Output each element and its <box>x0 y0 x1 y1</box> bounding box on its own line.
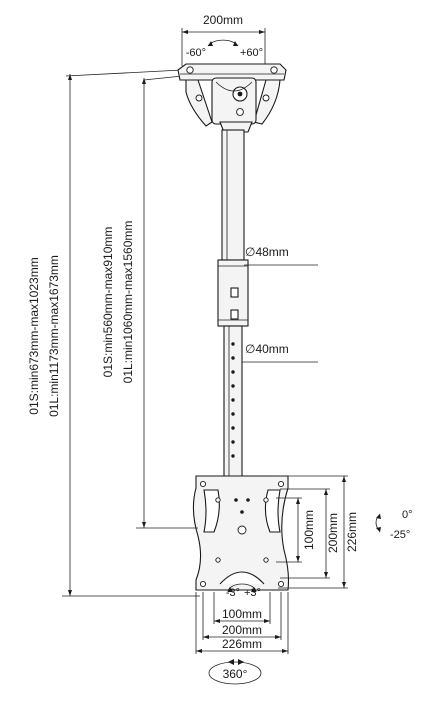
width-dimensions: 100mm 200mm 226mm <box>195 592 289 654</box>
pole-length-l-label: 01L:min1060mm-max1560mm <box>121 221 135 384</box>
width-200-label: 200mm <box>222 623 262 637</box>
vesa-plate <box>192 475 290 591</box>
top-tilt-left-label: -60° <box>186 47 206 59</box>
inner-diameter-label: ∅40mm <box>245 342 289 356</box>
pole-length-dimension: 01S:min560mm-max910mm 01L:min1060mm-max1… <box>101 78 198 529</box>
swivel-right-label: +3° <box>244 587 261 599</box>
ceiling-bracket <box>65 63 287 133</box>
width-100-label: 100mm <box>222 607 262 621</box>
pole-adjustment-holes <box>231 342 235 458</box>
plate-tilt-indicator: 0° -25° <box>375 509 413 541</box>
top-tilt-indicator: -60° +60° <box>186 39 263 59</box>
top-tilt-right-label: +60° <box>240 47 263 59</box>
top-width-label: 200mm <box>203 13 243 27</box>
pole-length-s-label: 01S:min560mm-max910mm <box>101 227 115 378</box>
total-height-l-label: 01L:min1173mm-max1673mm <box>47 255 61 417</box>
tilt-top-label: 0° <box>402 509 413 521</box>
outer-diameter-label: ∅48mm <box>245 245 289 259</box>
inner-diameter-callout: ∅40mm <box>242 342 318 363</box>
swivel-left-label: -3° <box>226 587 240 599</box>
telescopic-pole <box>217 129 249 479</box>
height-226-label: 226mm <box>345 512 359 552</box>
width-226-label: 226mm <box>222 637 262 651</box>
height-200-label: 200mm <box>326 513 340 553</box>
height-dimensions: 100mm 200mm 226mm <box>276 475 359 589</box>
outer-diameter-callout: ∅48mm <box>244 245 318 266</box>
rotation-label: 360° <box>223 667 248 681</box>
rotation-indicator: 360° <box>208 659 262 685</box>
plate-swivel-indicator: -3° +3° <box>226 583 261 599</box>
height-100-label: 100mm <box>302 510 316 550</box>
tilt-bottom-label: -25° <box>390 529 410 541</box>
top-width-dimension: 200mm <box>181 13 266 66</box>
total-height-s-label: 01S:min673mm-max1023mm <box>27 257 41 414</box>
total-height-dimension: 01S:min673mm-max1023mm 01L:min1173mm-max… <box>27 74 200 597</box>
